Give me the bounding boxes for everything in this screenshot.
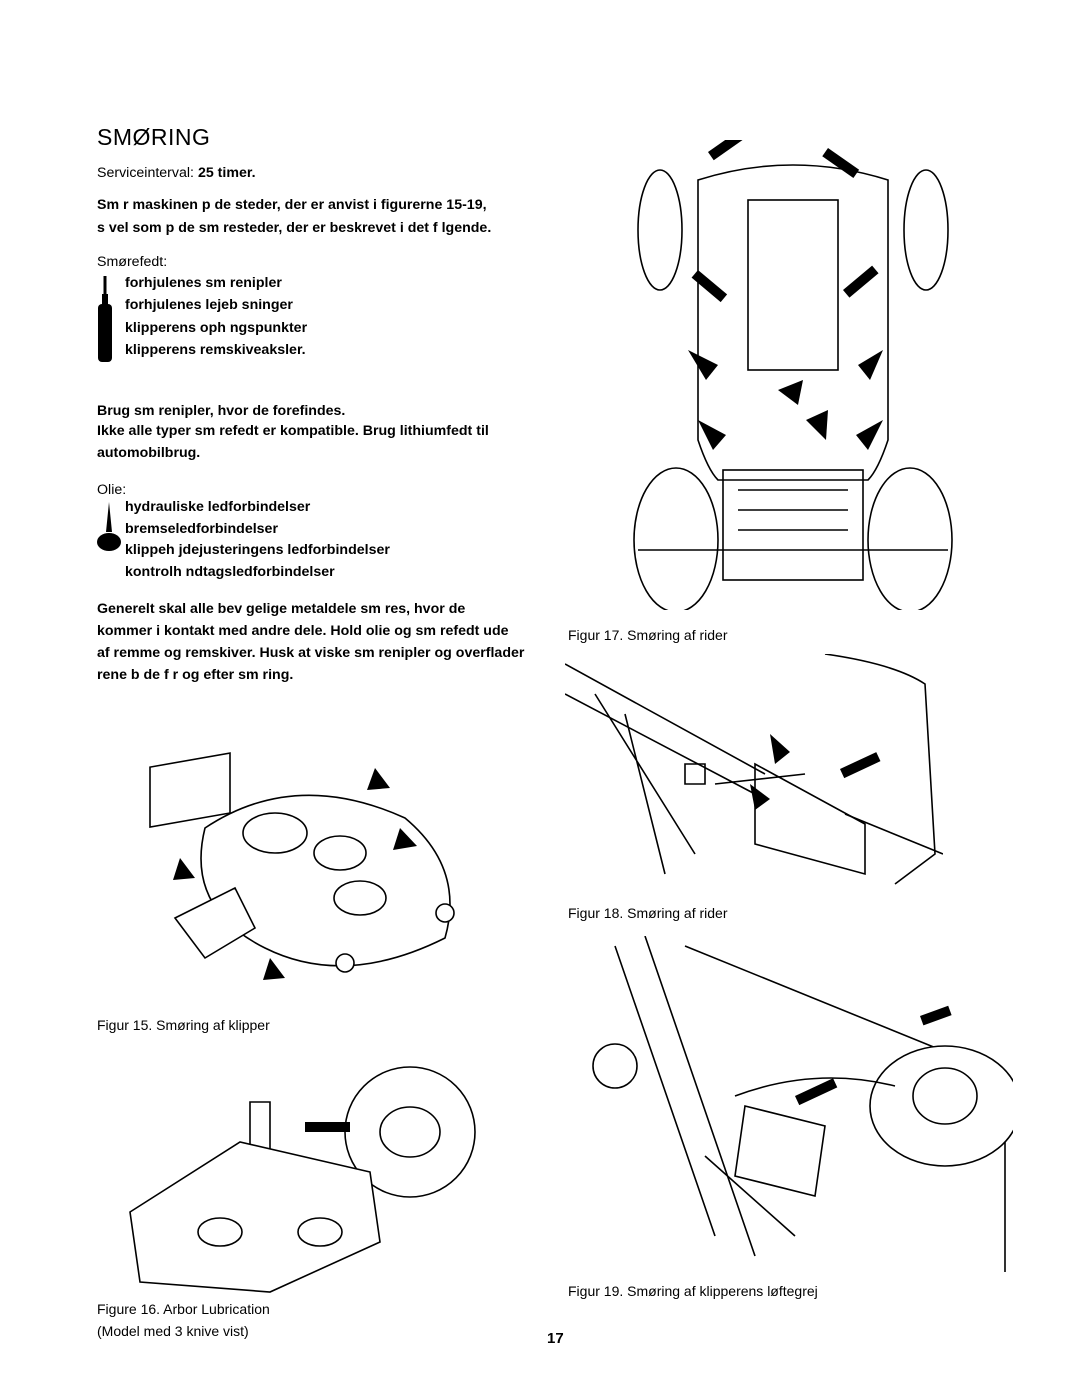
service-interval-label: Serviceinterval:	[97, 165, 194, 181]
service-interval: Serviceinterval: 25 timer.	[97, 162, 256, 184]
grease-item: klipperens remskiveaksler.	[125, 341, 306, 358]
grease-item: forhjulenes sm renipler	[125, 275, 282, 291]
oil-item: bremseledforbindelser	[125, 520, 278, 537]
figure-15-caption: Figur 15. Smøring af klipper	[97, 1017, 270, 1033]
service-interval-value: 25 timer.	[197, 165, 256, 181]
general-line-1: Generelt skal alle bev gelige metaldele …	[97, 601, 466, 617]
oil-label: Olie:	[97, 482, 127, 498]
grease-list: forhjulenes sm renipler forhjulenes leje…	[125, 273, 307, 361]
section-title: SMØRING	[97, 124, 211, 150]
general-line-4: rene b de f r og efter sm ring.	[97, 667, 294, 683]
figure-17-caption: Figur 17. Smøring af rider	[568, 627, 728, 643]
oil-item: hydrauliske ledforbindelser	[125, 499, 311, 515]
compat-note-line-2: automobilbrug.	[97, 445, 201, 461]
general-line-3: af remme og remskiver. Husk at viske sm …	[97, 645, 525, 661]
oil-can-icon	[97, 502, 121, 551]
grease-item: forhjulenes lejeb sninger	[125, 296, 293, 313]
figure-17-rider-illustration	[633, 140, 953, 610]
grease-label: Smørefedt:	[97, 254, 168, 270]
grease-gun-icon	[98, 276, 112, 362]
intro-line-2: s vel som p de sm resteder, der er beskr…	[97, 220, 492, 236]
general-line-2: kommer i kontakt med andre dele. Hold ol…	[97, 623, 509, 639]
compat-note-line-1: Ikke alle typer sm refedt er kompatible.…	[97, 423, 489, 439]
page-number: 17	[547, 1330, 564, 1347]
fittings-note: Brug sm renipler, hvor de forefindes.	[97, 403, 346, 419]
figure-18-caption: Figur 18. Smøring af rider	[568, 905, 728, 921]
oil-item: kontrolh ndtagsledforbindelser	[125, 563, 335, 580]
figure-19-caption: Figur 19. Smøring af klipperens løftegre…	[568, 1283, 818, 1299]
oil-item: klippeh jdejusteringens ledforbindelser	[125, 542, 390, 558]
intro-line-1: Sm r maskinen p de steder, der er anvist…	[97, 197, 487, 213]
figure-15-mower-deck-illustration	[149, 752, 455, 980]
oil-list: hydrauliske ledforbindelser bremseledfor…	[125, 497, 390, 583]
figure-19-lift-linkage-illustration	[592, 936, 1013, 1272]
figure-16-caption-line-2: (Model med 3 knive vist)	[97, 1323, 249, 1339]
figure-16-arbor-illustration	[129, 1066, 476, 1293]
grease-item: klipperens oph ngspunkter	[125, 320, 308, 336]
figure-18-rider-illustration	[565, 654, 943, 885]
figure-16-caption-line-1: Figure 16. Arbor Lubrication	[97, 1301, 270, 1317]
